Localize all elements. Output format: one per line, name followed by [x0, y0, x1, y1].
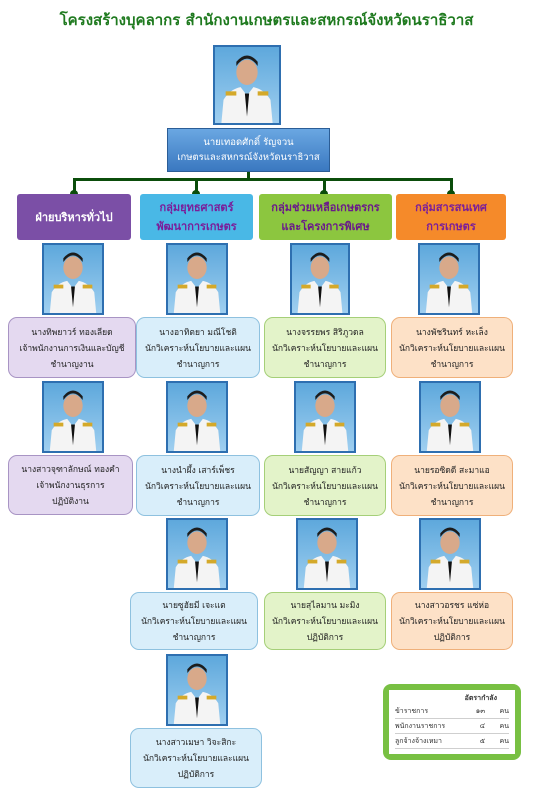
staff-photo [418, 243, 480, 315]
staff-role: นักวิเคราะห์นโยบายและแผน [272, 343, 378, 354]
staff-name: นางสาวอรชร แซ่ห่อ [414, 601, 490, 611]
chief-name: นายเทอดศักดิ์ รัญจวน [203, 137, 294, 148]
staff-card: นางสาวอรชร แซ่ห่อ นักวิเคราะห์นโยบายและแ… [391, 592, 513, 650]
group-header-line2: พัฒนาการเกษตร [156, 220, 237, 233]
chief-position: เกษตรและสหกรณ์จังหวัดนราธิวาส [177, 152, 320, 163]
staff-name: นางพัชรินทร์ หะเล็ง [416, 327, 488, 338]
staff-role: นักวิเคราะห์นโยบายและแผน [399, 481, 505, 492]
staff-level: ชำนาญการ [303, 497, 347, 508]
staff-name: นางจรรยพร สิริภูวดล [286, 327, 364, 338]
staff-role: นักวิเคราะห์นโยบายและแผน [399, 343, 505, 354]
summary-title: อัตรากำลัง [464, 694, 497, 702]
staff-photo [42, 243, 104, 315]
staff-card: นายรอซิดดี สะมาแอ นักวิเคราะห์นโยบายและแ… [391, 455, 513, 516]
staff-card: นางสาวเมษา วิจะสิกะ นักวิเคราะห์นโยบายแล… [130, 728, 262, 788]
staff-level: ชำนาญการ [176, 359, 220, 370]
summary-unit: คน [499, 737, 509, 745]
staff-name: นางนำผึ้ง เสาร์เพ็ชร [161, 465, 235, 476]
group-header-assistance: กลุ่มช่วยเหลือเกษตรกร และโครงการพิเศษ [259, 194, 392, 240]
summary-row: ลูกจ้างจ้างเหมา ๕ คน [395, 734, 509, 749]
summary-label: ข้าราชการ [395, 707, 429, 715]
connector-drop-2 [195, 178, 198, 195]
staff-level: ปฏิบัติการ [177, 770, 215, 780]
group-header-information: กลุ่มสารสนเทศ การเกษตร [396, 194, 506, 240]
staff-role: นักวิเคราะห์นโยบายและแผน [143, 754, 249, 764]
staff-level: ชำนาญการ [303, 359, 347, 370]
group-header-admin: ฝ่ายบริหารทั่วไป [17, 194, 131, 240]
staff-role: เจ้าพนักงานธุรการ [36, 481, 105, 491]
staff-photo [166, 381, 228, 453]
staff-level: ปฏิบัติการ [306, 633, 344, 643]
group-header-line1: กลุ่มช่วยเหลือเกษตรกร [271, 201, 380, 214]
staff-photo [290, 243, 350, 315]
summary-value: ๑๓ [475, 707, 485, 715]
staff-role: นักวิเคราะห์นโยบายและแผน [141, 617, 247, 627]
staff-card: นางพัชรินทร์ หะเล็ง นักวิเคราะห์นโยบายแล… [391, 317, 513, 378]
connector-drop-1 [73, 178, 76, 195]
staff-card: นางนำผึ้ง เสาร์เพ็ชร นักวิเคราะห์นโยบายแ… [136, 455, 260, 516]
summary-row: พนักงานราชการ ๔ คน [395, 719, 509, 734]
page-title: โครงสร้างบุคลากร สำนักงานเกษตรและสหกรณ์จ… [59, 11, 474, 29]
summary-row: ข้าราชการ ๑๓ คน [395, 704, 509, 719]
staff-role: นักวิเคราะห์นโยบายและแผน [272, 481, 378, 492]
summary-unit: คน [499, 722, 509, 730]
staff-role: นักวิเคราะห์นโยบายและแผน [272, 617, 378, 627]
staff-name: นายซูฮัยมี เจะแต [162, 601, 226, 611]
staff-level: ชำนาญงาน [50, 359, 94, 370]
group-header-line1: กลุ่มยุทธศาสตร์ [159, 201, 234, 214]
staff-level: ปฏิบัติการ [433, 633, 471, 643]
staff-level: ชำนาญการ [176, 497, 220, 508]
staff-photo [294, 381, 356, 453]
staff-level: ชำนาญการ [430, 497, 474, 508]
staff-card: นางทิพยาวร์ ทองเลียด เจ้าพนักงานการเงินแ… [8, 317, 136, 378]
staff-role: เจ้าพนักงานการเงินและบัญชี [19, 343, 125, 354]
staff-card: นายซูฮัยมี เจะแต นักวิเคราะห์นโยบายและแผ… [130, 592, 258, 650]
staff-card: นางจรรยพร สิริภูวดล นักวิเคราะห์นโยบายแล… [264, 317, 386, 378]
staff-card: นายสุไลมาน มะมิง นักวิเคราะห์นโยบายและแผ… [264, 592, 386, 650]
staff-photo [166, 518, 228, 590]
staff-photo [419, 518, 481, 590]
staff-level: ชำนาญการ [172, 633, 216, 643]
staff-name: นางทิพยาวร์ ทองเลียด [31, 327, 113, 338]
staff-photo [296, 518, 358, 590]
summary-value: ๔ [479, 722, 485, 730]
staff-role: นักวิเคราะห์นโยบายและแผน [399, 617, 505, 627]
staff-role: นักวิเคราะห์นโยบายและแผน [145, 481, 251, 492]
staff-name: นางอาทิตยา มณีโชติ [159, 327, 237, 338]
staff-card: นางอาทิตยา มณีโชติ นักวิเคราะห์นโยบายและ… [136, 317, 260, 378]
group-header-strategy: กลุ่มยุทธศาสตร์ พัฒนาการเกษตร [140, 194, 253, 240]
staff-photo [419, 381, 481, 453]
staff-name: นายสัญญา สายแก้ว [288, 465, 362, 476]
staff-summary-box: อัตรากำลัง ข้าราชการ ๑๓ คน พนักงานราชการ… [383, 684, 521, 760]
staff-summary-table: อัตรากำลัง ข้าราชการ ๑๓ คน พนักงานราชการ… [389, 690, 515, 754]
group-header-line2: และโครงการพิเศษ [281, 220, 370, 233]
group-header-line1: ฝ่ายบริหารทั่วไป [35, 210, 113, 224]
group-header-line1: กลุ่มสารสนเทศ [415, 201, 487, 214]
connector-drop-4 [450, 178, 453, 195]
staff-name: นางสาวเมษา วิจะสิกะ [155, 738, 237, 748]
staff-name: นายสุไลมาน มะมิง [290, 601, 360, 611]
summary-label: ลูกจ้างจ้างเหมา [395, 737, 442, 745]
staff-name: นางสาวจุฑาลักษณ์ ทองคำ [21, 465, 120, 475]
summary-value: ๕ [479, 737, 485, 745]
chief-photo [213, 45, 281, 125]
staff-photo [42, 381, 104, 453]
staff-card: นางสาวจุฑาลักษณ์ ทองคำ เจ้าพนักงานธุรการ… [8, 455, 133, 515]
chief-box: นายเทอดศักดิ์ รัญจวน เกษตรและสหกรณ์จังหว… [167, 128, 330, 172]
connector-vertical [247, 172, 250, 180]
connector-drop-3 [323, 178, 326, 195]
staff-level: ชำนาญการ [430, 359, 474, 370]
staff-role: นักวิเคราะห์นโยบายและแผน [145, 343, 251, 354]
group-header-line2: การเกษตร [426, 220, 476, 233]
summary-label: พนักงานราชการ [395, 722, 446, 730]
staff-photo [166, 654, 228, 726]
connector-horizontal [73, 178, 453, 181]
staff-name: นายรอซิดดี สะมาแอ [414, 465, 490, 476]
staff-photo [166, 243, 228, 315]
summary-unit: คน [499, 707, 509, 715]
staff-card: นายสัญญา สายแก้ว นักวิเคราะห์นโยบายและแผ… [264, 455, 386, 516]
staff-level: ปฏิบัติงาน [52, 497, 89, 507]
